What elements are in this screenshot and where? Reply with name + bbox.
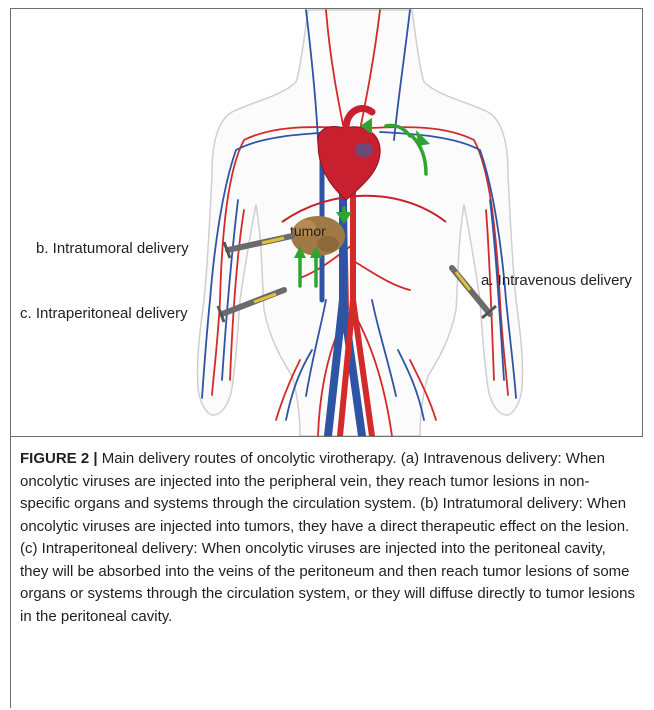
figure-caption: FIGURE 2 | Main delivery routes of oncol…	[20, 448, 636, 628]
figure-number: FIGURE 2 |	[20, 450, 98, 467]
tumor-label: tumor	[290, 223, 326, 239]
label-intravenous: a. Intravenous delivery	[481, 272, 632, 289]
label-intraperitoneal: c. Intraperitoneal delivery	[20, 305, 188, 322]
body-outline	[197, 10, 522, 436]
caption-text: Main delivery routes of oncolytic viroth…	[20, 450, 635, 625]
circulatory-system-illustration: tumor b. Intratumoral delivery a. Intrav…	[0, 0, 654, 436]
figure-caption-separator	[10, 436, 643, 437]
body-silhouette	[197, 10, 522, 436]
label-intratumoral: b. Intratumoral delivery	[36, 240, 189, 257]
